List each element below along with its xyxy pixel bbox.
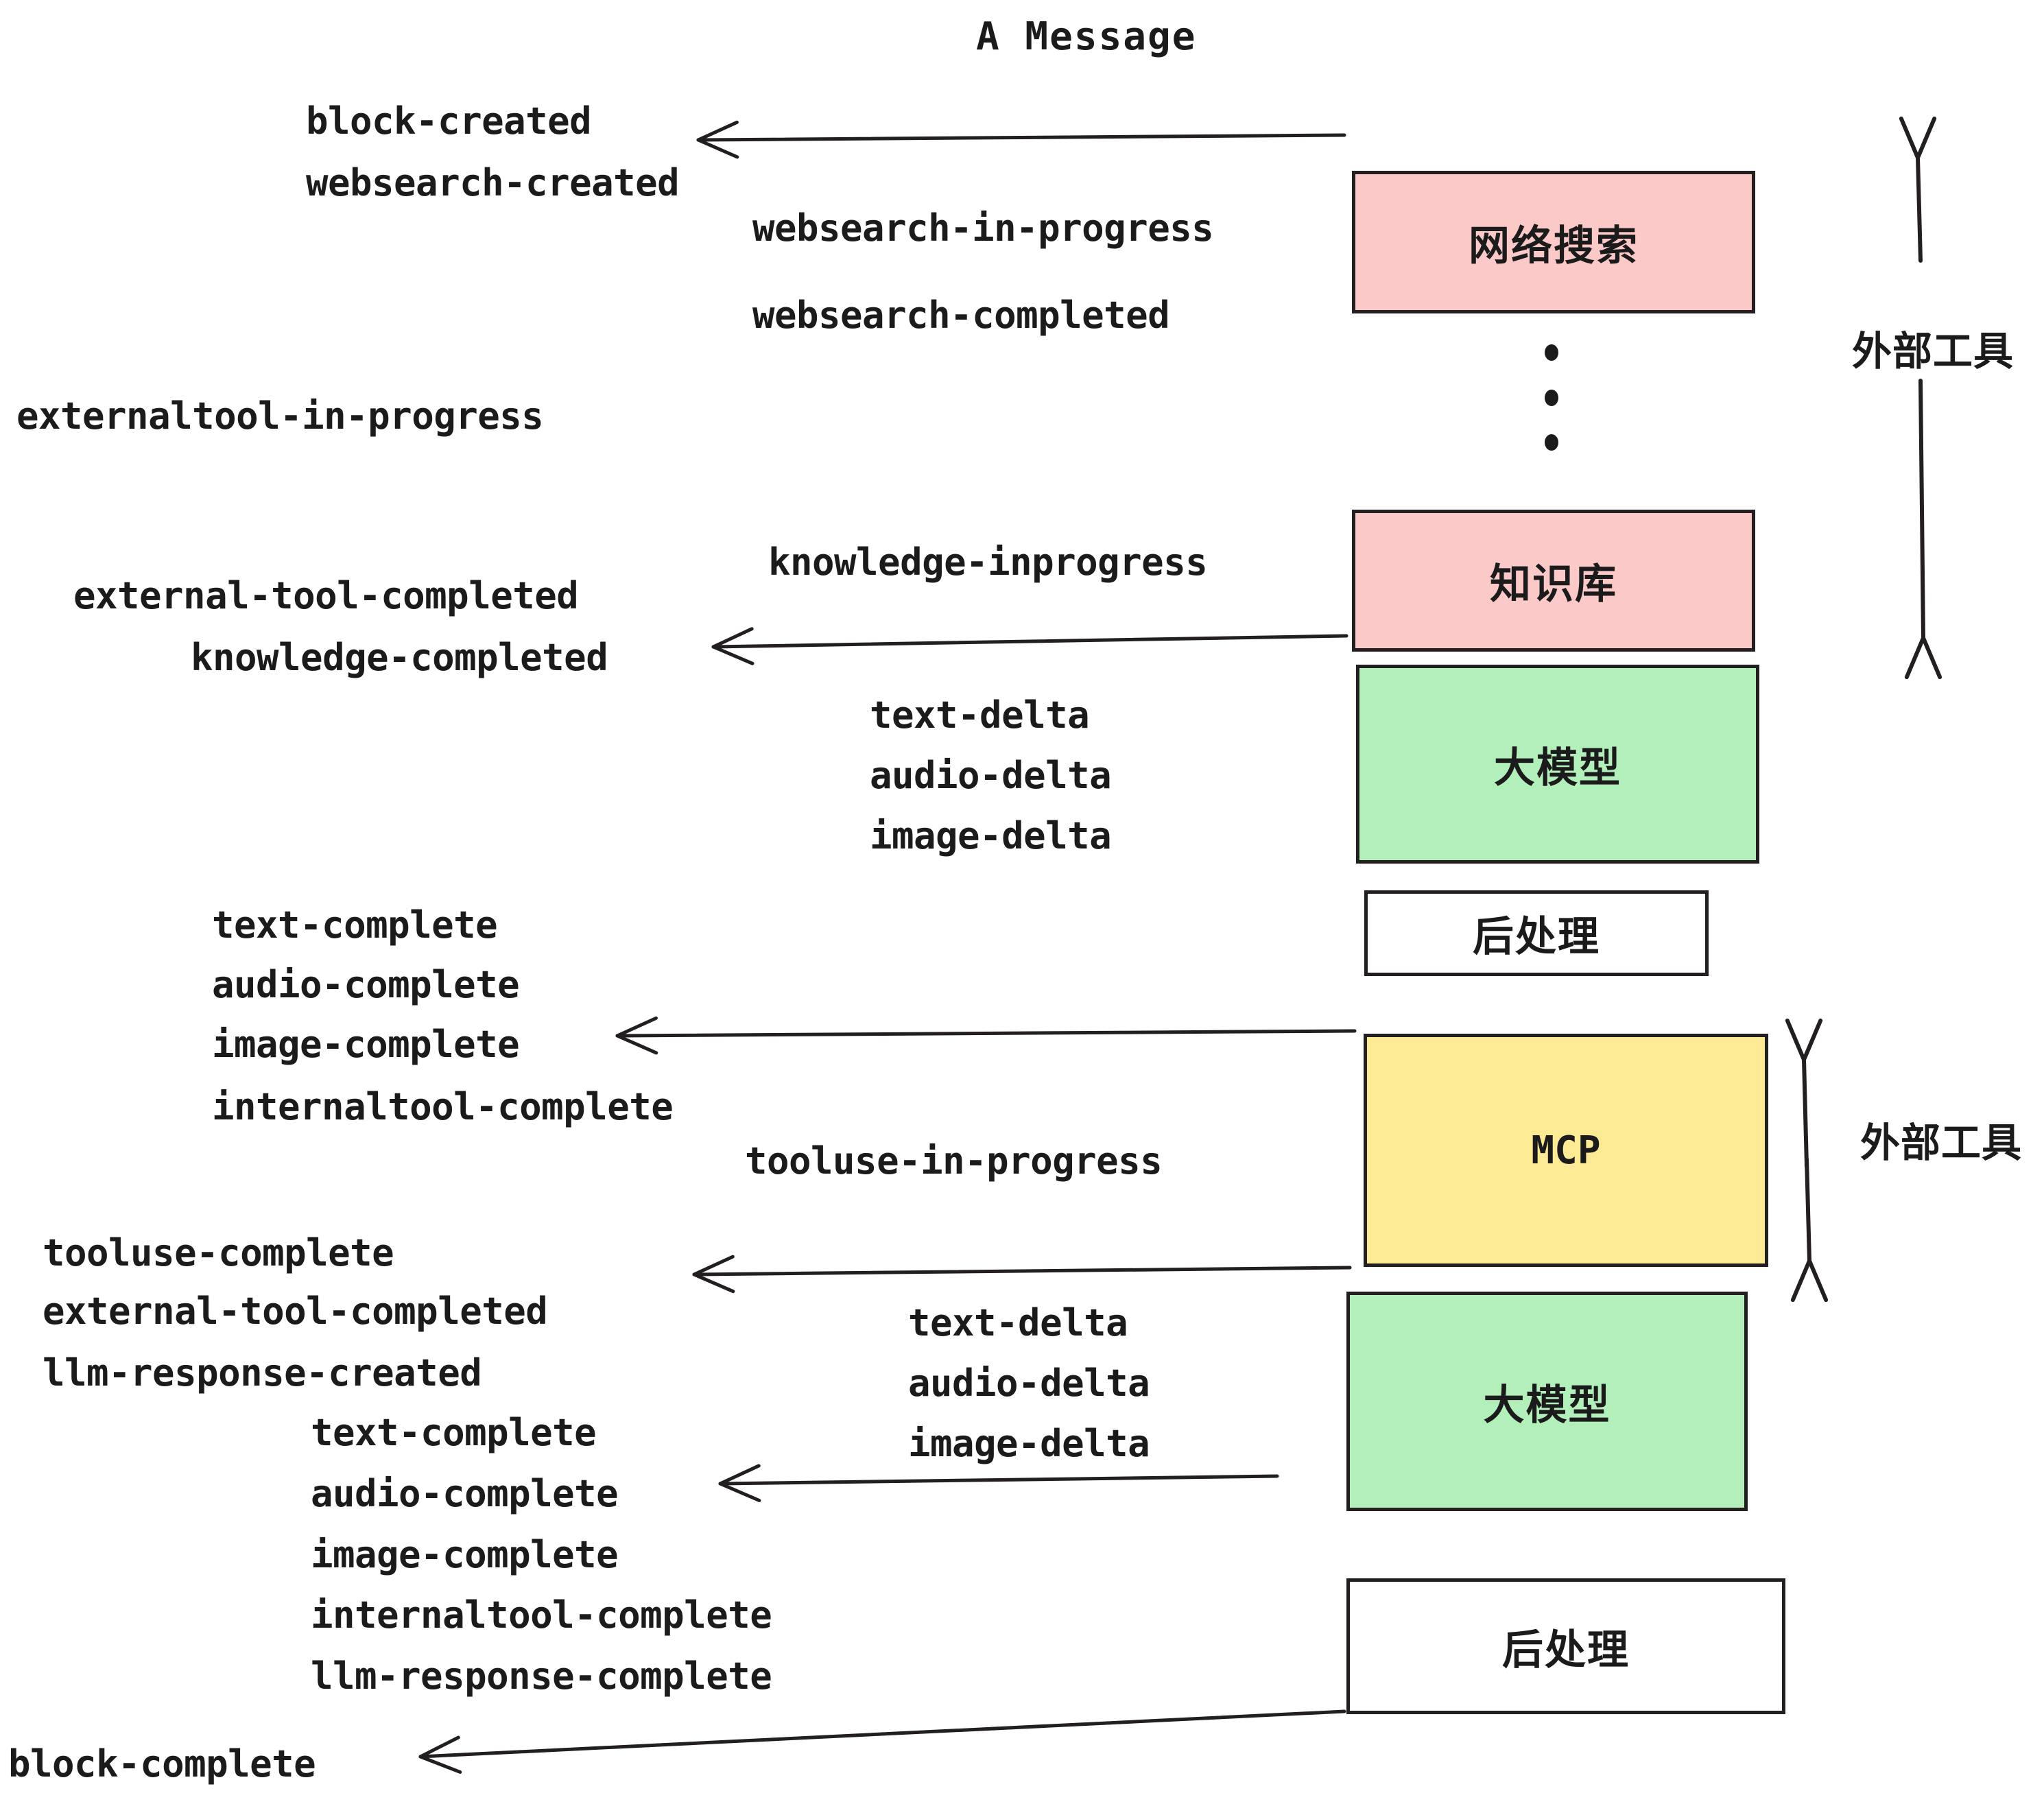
event-image-complete-2: image-complete [311, 1533, 619, 1576]
box-label: 知识库 [1490, 560, 1617, 608]
arrow-block-complete [418, 1709, 1346, 1759]
label-external-tools-top: 外部工具 [1852, 328, 2015, 375]
event-internaltool-complete-1: internaltool-complete [212, 1085, 674, 1128]
box-label: 大模型 [1483, 1381, 1611, 1429]
arrow-audio-complete [718, 1474, 1279, 1486]
arrow-image-complete [615, 1029, 1357, 1038]
ellipsis-dot [1545, 344, 1558, 361]
external-tools-top-bracket-up [1916, 156, 1923, 263]
event-image-delta-2: image-delta [908, 1422, 1150, 1465]
arrow-tooluse-complete [692, 1266, 1352, 1277]
event-websearch-in-progress: websearch-in-progress [752, 206, 1214, 250]
arrow-websearch-created [696, 133, 1346, 142]
page-title: A Message [976, 14, 1197, 59]
arrow-block-complete-head [418, 1735, 462, 1774]
event-image-delta-1: image-delta [870, 814, 1112, 857]
external-tools-top-bracket-down-head [1904, 636, 1942, 680]
box-label: 后处理 [1473, 913, 1600, 961]
external-tools-bottom-bracket-up [1802, 1058, 1809, 1168]
box-label: 后处理 [1502, 1626, 1630, 1674]
event-external-tool-completed-2: external-tool-completed [43, 1290, 548, 1333]
box-llm-1: 大模型 [1356, 665, 1759, 864]
arrow-knowledge-completed [711, 634, 1348, 649]
box-llm-2: 大模型 [1346, 1292, 1748, 1511]
arrow-audio-complete-head [718, 1464, 761, 1503]
event-audio-complete-1: audio-complete [212, 963, 520, 1006]
box-postprocess-2: 后处理 [1346, 1578, 1785, 1714]
external-tools-top-bracket-down [1918, 379, 1925, 640]
event-block-complete: block-complete [8, 1742, 316, 1785]
arrow-websearch-created-head [696, 120, 739, 159]
event-llm-response-created: llm-response-created [43, 1351, 482, 1394]
box-websearch: 网络搜索 [1352, 171, 1755, 313]
event-knowledge-completed: knowledge-completed [191, 636, 608, 679]
event-audio-complete-2: audio-complete [311, 1472, 619, 1515]
arrow-image-complete-head [615, 1016, 658, 1055]
event-image-complete-1: image-complete [212, 1023, 520, 1066]
event-text-complete-1: text-complete [212, 903, 498, 947]
box-mcp: MCP [1364, 1034, 1768, 1267]
arrow-tooluse-complete-head [692, 1255, 735, 1294]
event-audio-delta-1: audio-delta [870, 754, 1112, 797]
event-text-delta-2: text-delta [908, 1301, 1128, 1344]
external-tools-bottom-bracket-down [1805, 1157, 1811, 1263]
event-audio-delta-2: audio-delta [908, 1362, 1150, 1405]
event-text-delta-1: text-delta [870, 693, 1090, 737]
external-tools-bottom-bracket-up-head [1785, 1018, 1823, 1062]
event-tooluse-complete: tooluse-complete [43, 1231, 394, 1274]
box-postprocess-1: 后处理 [1364, 890, 1709, 976]
event-websearch-created: websearch-created [306, 161, 680, 204]
arrow-knowledge-completed-head [711, 627, 754, 665]
event-llm-response-complete: llm-response-complete [311, 1654, 772, 1698]
event-externaltool-in-progress: externaltool-in-progress [16, 394, 544, 438]
box-label: 网络搜索 [1469, 222, 1639, 270]
box-knowledge: 知识库 [1352, 510, 1755, 652]
ellipsis-dot [1545, 389, 1558, 406]
box-label: MCP [1531, 1128, 1601, 1173]
external-tools-top-bracket-up-head [1899, 116, 1937, 160]
event-text-complete-2: text-complete [311, 1411, 597, 1454]
event-knowledge-inprogress: knowledge-inprogress [768, 541, 1208, 584]
vertical-ellipsis-icon [1545, 344, 1558, 451]
label-external-tools-bottom: 外部工具 [1860, 1119, 2023, 1166]
event-tooluse-in-progress: tooluse-in-progress [745, 1139, 1163, 1183]
event-external-tool-completed-1: external-tool-completed [73, 574, 579, 617]
external-tools-bottom-bracket-down-head [1790, 1259, 1829, 1303]
event-block-created: block-created [306, 99, 592, 143]
event-websearch-completed: websearch-completed [752, 294, 1170, 337]
box-label: 大模型 [1494, 744, 1621, 792]
ellipsis-dot [1545, 434, 1558, 451]
event-internaltool-complete-2: internaltool-complete [311, 1593, 772, 1637]
